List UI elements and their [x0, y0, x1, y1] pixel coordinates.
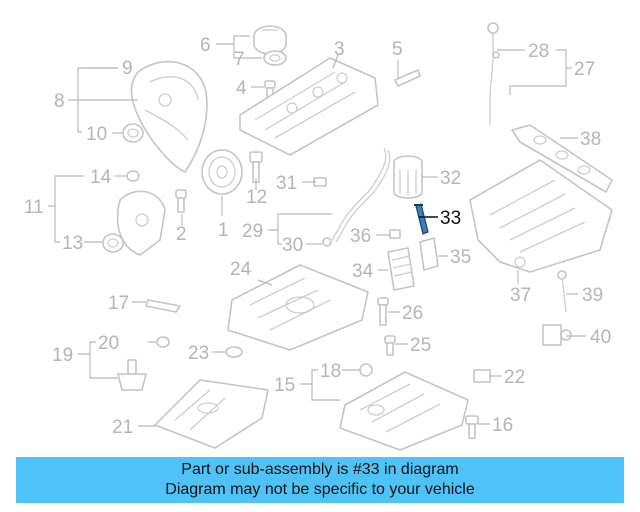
part-seal-13 — [102, 233, 124, 253]
callout-26: 26 — [402, 303, 423, 324]
callout-2: 2 — [176, 224, 187, 245]
callout-6: 6 — [200, 35, 211, 56]
callout-38: 38 — [580, 129, 601, 150]
info-banner: Part or sub-assembly is #33 in diagram D… — [16, 457, 624, 503]
part-crank-pulley — [201, 149, 243, 195]
banner-line-2: Diagram may not be specific to your vehi… — [165, 481, 475, 498]
callout-17: 17 — [108, 293, 129, 314]
part-timing-cover — [130, 60, 208, 173]
part-oil-pan-lower — [154, 379, 269, 449]
callout-13: 13 — [62, 233, 83, 254]
callout-16: 16 — [492, 415, 513, 436]
callout-11: 11 — [24, 197, 44, 218]
callout-10: 10 — [86, 124, 107, 145]
callout-15: 15 — [274, 375, 295, 396]
callout-20: 20 — [98, 333, 119, 354]
part-seal-20 — [156, 336, 170, 348]
part-oil-pipe — [322, 147, 391, 247]
callout-23: 23 — [188, 343, 209, 364]
callout-32: 32 — [440, 168, 461, 189]
callout-27: 27 — [574, 59, 595, 80]
callout-31: 31 — [276, 173, 297, 194]
part-valve-40 — [542, 324, 572, 346]
part-front-cover — [116, 190, 166, 256]
callout-29: 29 — [242, 221, 263, 242]
callout-35: 35 — [450, 247, 471, 268]
part-drain-plug — [465, 415, 479, 439]
callout-19: 19 — [52, 345, 73, 366]
callout-5: 5 — [392, 39, 403, 60]
part-bracket-5 — [394, 69, 421, 87]
callout-36: 36 — [350, 226, 371, 247]
callout-7: 7 — [234, 49, 245, 70]
part-sensor-39 — [557, 270, 567, 313]
part-seal-14 — [126, 170, 140, 182]
part-bracket-17 — [145, 299, 181, 313]
part-intake-gasket — [511, 124, 613, 193]
callout-25: 25 — [410, 335, 431, 356]
part-bolt-2 — [175, 189, 187, 213]
part-bolt-25 — [384, 335, 396, 356]
callout-1: 1 — [218, 220, 229, 241]
callout-34: 34 — [352, 261, 374, 282]
banner-line-1: Part or sub-assembly is #33 in diagram — [181, 461, 459, 478]
part-oil-level-sensor — [117, 359, 147, 391]
callout-24: 24 — [230, 259, 252, 280]
callout-30: 30 — [282, 235, 303, 256]
callout-8: 8 — [54, 91, 65, 112]
callout-9: 9 — [122, 58, 133, 79]
part-dipstick — [487, 22, 500, 125]
callout-28: 28 — [528, 41, 549, 62]
part-oil-cooler — [387, 247, 415, 291]
part-oil-pan-upper — [227, 264, 369, 351]
callout-18: 18 — [320, 361, 341, 382]
callout-21: 21 — [112, 417, 133, 438]
callout-39: 39 — [582, 285, 603, 306]
part-seal-7 — [263, 50, 287, 66]
callout-40: 40 — [590, 327, 611, 348]
callout-14: 14 — [90, 167, 112, 188]
part-oil-filter — [393, 155, 423, 199]
callout-33: 33 — [440, 208, 461, 229]
part-oil-pan-15 — [339, 371, 469, 451]
part-seal-23 — [225, 346, 243, 358]
leader-lines — [48, 35, 586, 427]
part-plug-22 — [473, 369, 491, 383]
part-bolt-26 — [377, 297, 389, 326]
part-gasket-35 — [419, 237, 439, 271]
callout-3: 3 — [334, 39, 345, 60]
part-cylinder-head-cover — [239, 57, 379, 156]
parts-diagram: 1 2 3 4 5 6 7 8 9 10 11 12 13 14 15 16 1… — [24, 22, 613, 451]
part-bolt-36 — [389, 229, 401, 239]
part-bolt-31 — [313, 177, 327, 187]
callout-37: 37 — [510, 285, 531, 306]
callout-4: 4 — [236, 78, 247, 99]
part-bolt-12 — [249, 151, 263, 183]
part-plug-18 — [359, 363, 373, 377]
callout-labels: 1 2 3 4 5 6 7 8 9 10 11 12 13 14 15 16 1… — [24, 35, 611, 438]
part-oil-filler-cap — [253, 25, 287, 55]
part-seal-10 — [122, 123, 144, 143]
callout-22: 22 — [504, 367, 525, 388]
part-33-highlight[interactable] — [414, 203, 429, 235]
part-intake-manifold — [469, 159, 613, 273]
callout-12: 12 — [246, 187, 267, 208]
